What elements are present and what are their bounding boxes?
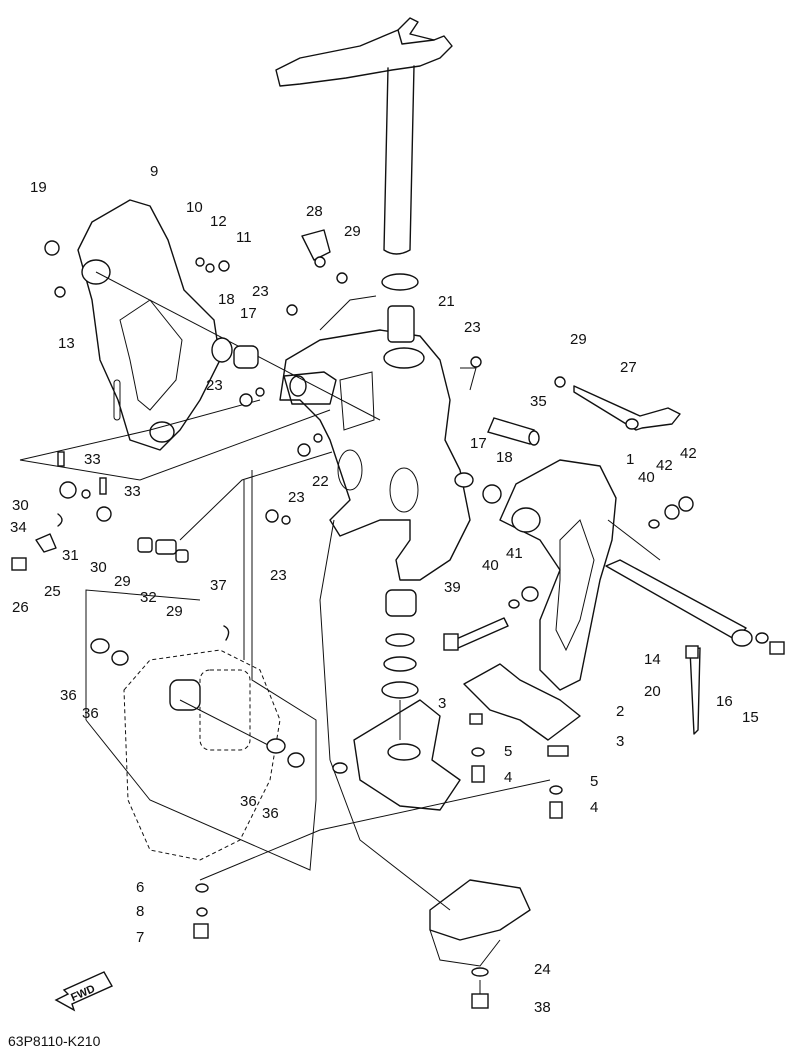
callout-c13: 13 xyxy=(58,335,75,352)
rubber-mount-assembly xyxy=(123,649,281,861)
callout-c4b: 4 xyxy=(590,799,598,816)
bracket-plate xyxy=(463,663,581,741)
callout-c36a: 36 xyxy=(60,687,77,704)
callout-c3a: 3 xyxy=(438,695,446,712)
callout-c10: 10 xyxy=(186,199,203,216)
callout-c18a: 18 xyxy=(218,291,235,308)
callout-c19: 19 xyxy=(30,179,47,196)
tilt-tube xyxy=(605,559,753,735)
callout-c23d: 23 xyxy=(288,489,305,506)
callout-c21: 21 xyxy=(438,293,455,310)
callout-c17b: 17 xyxy=(470,435,487,452)
callout-c14: 14 xyxy=(644,651,661,668)
callout-c34: 34 xyxy=(10,519,27,536)
callout-c41: 41 xyxy=(506,545,523,562)
callout-c8: 8 xyxy=(136,903,144,920)
callout-c17a: 17 xyxy=(240,305,257,322)
callout-c1: 1 xyxy=(626,451,634,468)
callout-c40b: 40 xyxy=(482,557,499,574)
callout-c18b: 18 xyxy=(496,449,513,466)
callout-c31: 31 xyxy=(62,547,79,564)
callout-c12: 12 xyxy=(210,213,227,230)
callout-c5b: 5 xyxy=(590,773,598,790)
callout-c6: 6 xyxy=(136,879,144,896)
pin xyxy=(487,417,540,446)
callout-c29a: 29 xyxy=(344,223,361,240)
callout-c2: 2 xyxy=(616,703,624,720)
callout-c5a: 5 xyxy=(504,743,512,760)
callout-c33b: 33 xyxy=(124,483,141,500)
bolt xyxy=(443,617,509,651)
callout-c28: 28 xyxy=(306,203,323,220)
callout-c39: 39 xyxy=(444,579,461,596)
callout-c16: 16 xyxy=(716,693,733,710)
mount-housing xyxy=(353,699,461,811)
callout-c23a: 23 xyxy=(252,283,269,300)
callout-c4a: 4 xyxy=(504,769,512,786)
callout-c42a: 42 xyxy=(656,457,673,474)
callout-c25: 25 xyxy=(44,583,61,600)
callout-c7: 7 xyxy=(136,929,144,946)
callout-c29d: 29 xyxy=(166,603,183,620)
callout-c30a: 30 xyxy=(12,497,29,514)
callout-c40a: 40 xyxy=(638,469,655,486)
lower-mount-pad xyxy=(429,879,531,967)
callout-c29c: 29 xyxy=(114,573,131,590)
leader-lines xyxy=(19,271,661,996)
callout-c29b: 29 xyxy=(570,331,587,348)
callout-c9: 9 xyxy=(150,163,158,180)
washer-stack xyxy=(381,589,419,699)
callout-c30b: 30 xyxy=(90,559,107,576)
clamp-bracket-right xyxy=(499,459,617,691)
callout-c36c: 36 xyxy=(240,793,257,810)
callout-c20: 20 xyxy=(644,683,661,700)
diagram-code: 63P8110-K210 xyxy=(8,1033,101,1049)
callout-c38: 38 xyxy=(534,999,551,1016)
callout-c15: 15 xyxy=(742,709,759,726)
hardware-items xyxy=(11,229,785,1009)
callout-c3b: 3 xyxy=(616,733,624,750)
callout-c33a: 33 xyxy=(84,451,101,468)
callout-c36d: 36 xyxy=(262,805,279,822)
callout-c27: 27 xyxy=(620,359,637,376)
callout-c32: 32 xyxy=(140,589,157,606)
callout-c26: 26 xyxy=(12,599,29,616)
trim-arm xyxy=(573,385,681,431)
callout-c24: 24 xyxy=(534,961,551,978)
steering-arm xyxy=(275,17,453,255)
callout-labels: 1233445567891011121314151617171818192021… xyxy=(10,163,759,1016)
callout-c23b: 23 xyxy=(464,319,481,336)
callout-c11: 11 xyxy=(236,229,252,246)
callout-c35: 35 xyxy=(530,393,547,410)
callout-c37: 37 xyxy=(210,577,227,594)
callout-c22: 22 xyxy=(312,473,329,490)
swivel-bracket xyxy=(279,273,471,581)
callout-c23e: 23 xyxy=(270,567,287,584)
callout-c23c: 23 xyxy=(206,377,223,394)
fwd-arrow: FWD xyxy=(54,971,113,1012)
callout-c36b: 36 xyxy=(82,705,99,722)
callout-c42b: 42 xyxy=(680,445,697,462)
